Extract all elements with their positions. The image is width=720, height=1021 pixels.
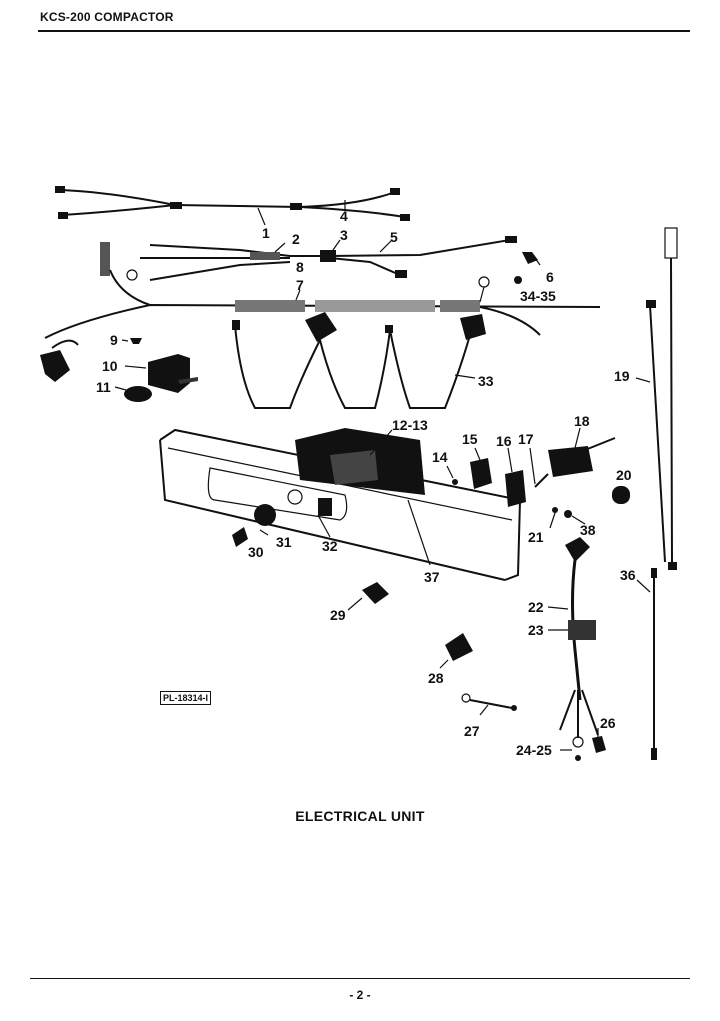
- power-cord: [559, 537, 606, 761]
- label-33: 33: [478, 373, 494, 389]
- label-10: 10: [102, 358, 118, 374]
- switch-parts: [452, 437, 630, 518]
- label-32: 32: [322, 538, 338, 554]
- label-31: 31: [276, 534, 292, 550]
- header-rule: [38, 30, 690, 32]
- harness-top: [55, 186, 410, 221]
- label-14: 14: [432, 449, 448, 465]
- label-22: 22: [528, 599, 544, 615]
- label-3: 3: [340, 227, 348, 243]
- page-number: - 2 -: [349, 988, 371, 1002]
- footer-rule: [30, 978, 690, 979]
- label-38: 38: [580, 522, 596, 538]
- part-27: [461, 693, 517, 711]
- bracket-parts: [124, 338, 198, 402]
- label-23: 23: [528, 622, 544, 638]
- label-15: 15: [462, 431, 478, 447]
- label-34-35: 34-35: [520, 288, 556, 304]
- label-30: 30: [248, 544, 264, 560]
- label-36: 36: [620, 567, 636, 583]
- label-17: 17: [518, 431, 534, 447]
- label-6: 6: [546, 269, 554, 285]
- knob-parts: [232, 504, 331, 547]
- label-37: 37: [424, 569, 440, 585]
- label-18: 18: [574, 413, 590, 429]
- wire-loops: [232, 312, 486, 409]
- label-26: 26: [600, 715, 616, 731]
- control-panel: [159, 428, 522, 581]
- label-21: 21: [528, 529, 544, 545]
- header-title: KCS-200 COMPACTOR: [40, 10, 174, 24]
- label-24-25: 24-25: [516, 742, 552, 758]
- label-5: 5: [390, 229, 398, 245]
- label-12-13: 12-13: [392, 417, 428, 433]
- label-4: 4: [340, 208, 348, 224]
- label-2: 2: [292, 231, 300, 247]
- part-29: [362, 582, 389, 604]
- diagram-caption: ELECTRICAL UNIT: [295, 808, 425, 824]
- label-1: 1: [262, 225, 270, 241]
- label-16: 16: [496, 433, 512, 449]
- plate-code: PL-18314-I: [160, 691, 212, 705]
- connector-6: [522, 252, 538, 264]
- label-11: 11: [96, 379, 111, 395]
- part-28: [445, 633, 473, 661]
- label-8: 8: [296, 259, 304, 275]
- cable-36: [651, 568, 657, 760]
- cable-19: [646, 227, 678, 570]
- label-9: 9: [110, 332, 118, 348]
- label-27: 27: [464, 723, 480, 739]
- label-7: 7: [296, 277, 304, 293]
- screw-34-35: [514, 276, 522, 284]
- label-20: 20: [616, 467, 632, 483]
- harness-middle: [140, 236, 517, 281]
- label-29: 29: [330, 607, 346, 623]
- label-19: 19: [614, 368, 630, 384]
- harness-main: [40, 242, 601, 382]
- label-28: 28: [428, 670, 444, 686]
